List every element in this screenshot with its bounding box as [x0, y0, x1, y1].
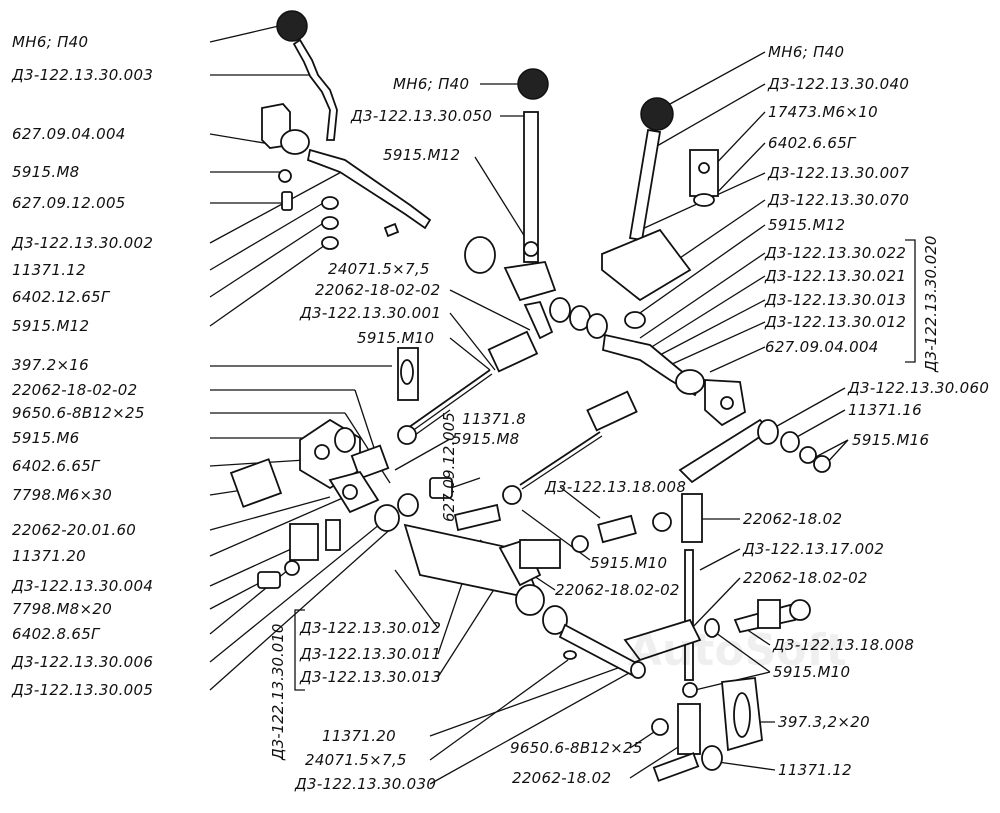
part-label: Д3-122.13.18.008 [773, 636, 915, 654]
part-label: 22062-18.02-02 [743, 569, 868, 587]
part-label: 11371.12 [12, 261, 86, 279]
part-label: Д3-122.13.30.013 [300, 668, 442, 686]
part-label: Д3-122.13.30.006 [12, 653, 154, 671]
part-label: 9650.6-8В12×25 [510, 739, 643, 757]
watermark: AutoSoft [628, 625, 847, 676]
part-label: 11371.12 [778, 761, 852, 779]
part-label: Д3-122.13.30.003 [12, 66, 154, 84]
left-gear-lever [261, 10, 432, 250]
part-label: 397.2×16 [12, 356, 89, 374]
part-label: Д3-122.13.30.012 [300, 619, 442, 637]
group-bracket-left [294, 609, 305, 691]
part-label: МН6; П40 [393, 75, 470, 93]
part-label: 11371.20 [12, 547, 86, 565]
part-label: 397.3,2×20 [778, 713, 870, 731]
part-label: 9650.6-8В12×25 [12, 404, 145, 422]
part-label: 24071.5×7,5 [328, 260, 430, 278]
part-label: Д3-122.13.30.012 [765, 313, 907, 331]
part-label: 5915.М12 [768, 216, 846, 234]
right-links [623, 418, 831, 782]
part-label: 6402.12.65Г [12, 288, 110, 306]
part-label: 627.09.04.004 [12, 125, 126, 143]
part-label: Д3-122.13.30.001 [300, 304, 442, 322]
part-label: Д3-122.13.30.005 [12, 681, 154, 699]
part-label: 17473.М6×10 [768, 103, 878, 121]
part-label: Д3-122.13.30.050 [351, 107, 493, 125]
part-label: 5915.М16 [852, 431, 930, 449]
part-label: 6402.6.65Г [12, 457, 100, 475]
part-label: 5915.М8 [12, 163, 80, 181]
part-label: Д3-122.13.30.004 [12, 577, 154, 595]
part-label: 5915.М8 [452, 430, 520, 448]
part-label: 627.09.12.005 [12, 194, 126, 212]
part-label: МН6; П40 [768, 43, 845, 61]
part-label: Д3-122.13.17.002 [743, 540, 885, 558]
part-label: Д3-122.13.30.013 [765, 291, 907, 309]
part-label: 5915.М10 [357, 329, 435, 347]
part-label: 22062-20.01.60 [12, 521, 137, 539]
group-bracket-right [905, 239, 916, 363]
part-label: 5915.М12 [383, 146, 461, 164]
group-label-right: Д3-122.13.30.020 [922, 235, 940, 372]
part-label: 627.09.04.004 [765, 338, 879, 356]
part-label: Д3-122.13.18.008 [545, 478, 687, 496]
part-label: 5915.М10 [590, 554, 668, 572]
part-label: 7798.М6×30 [12, 486, 113, 504]
part-label: 11371.8 [462, 410, 527, 428]
part-label: 5915.М10 [773, 663, 851, 681]
part-label: 7798.М8×20 [12, 600, 113, 618]
part-label: 6402.8.65Г [12, 625, 100, 643]
part-label: 5915.М6 [12, 429, 80, 447]
part-label: Д3-122.13.30.070 [768, 191, 910, 209]
part-label: 22062-18.02-02 [555, 581, 680, 599]
right-gear-lever [601, 97, 746, 427]
part-label: Д3-122.13.30.007 [768, 164, 910, 182]
part-label: Д3-122.13.30.021 [765, 267, 907, 285]
center-rods [397, 347, 672, 553]
part-label: 11371.16 [848, 401, 922, 419]
part-label: 11371.20 [322, 727, 396, 745]
middle-gear-lever [464, 68, 608, 373]
part-label: 22062-18-02-02 [315, 281, 441, 299]
part-label: 5915.М12 [12, 317, 90, 335]
part-label: МН6; П40 [12, 33, 89, 51]
part-label: 22062-18-02-02 [12, 381, 138, 399]
part-label: 22062-18.02 [743, 510, 843, 528]
part-label: Д3-122.13.30.030 [295, 775, 437, 793]
part-label: 24071.5×7,5 [305, 751, 407, 769]
part-label: 6402.6.65Г [768, 134, 856, 152]
part-label: Д3-122.13.30.002 [12, 234, 154, 252]
part-label: Д3-122.13.30.022 [765, 244, 907, 262]
leader-lines-right [629, 51, 849, 771]
part-label: 22062-18.02 [512, 769, 612, 787]
group-label-left: Д3-122.13.30.010 [269, 623, 287, 760]
part-label: Д3-122.13.30.040 [768, 75, 910, 93]
lower-shaft-assembly [229, 418, 646, 679]
part-label: Д3-122.13.30.011 [300, 645, 442, 663]
part-label: Д3-122.13.30.060 [848, 379, 990, 397]
part-label-vertical: 627.09.12.005 [440, 412, 458, 522]
